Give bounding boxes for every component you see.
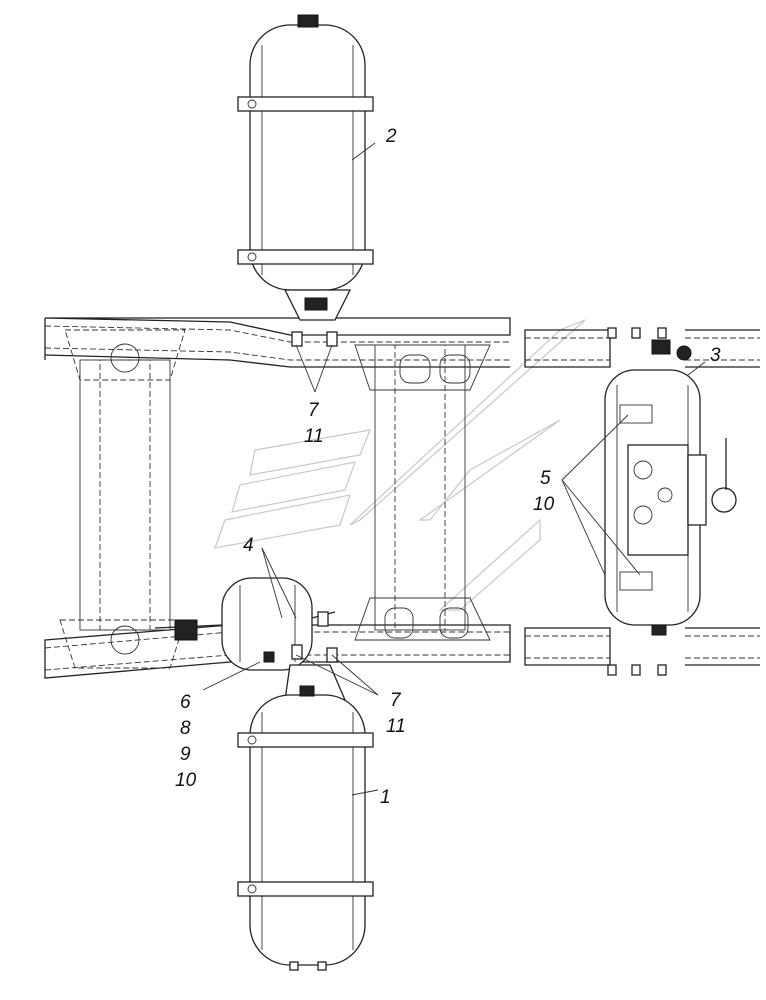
label-part-10-left: 10 <box>175 770 197 791</box>
label-fitting-11-top: 11 <box>304 426 324 447</box>
label-fitting-10-right: 10 <box>533 494 555 515</box>
label-fitting-11-bottom: 11 <box>386 716 406 737</box>
receiver-tank-4 <box>154 577 346 701</box>
label-part-8: 8 <box>180 718 191 739</box>
watermark <box>214 319 586 611</box>
callout-labels: 2 7 11 3 5 10 4 6 8 9 10 7 11 1 <box>175 126 721 808</box>
receiver-tank-3 <box>604 327 737 676</box>
label-tank-3: 3 <box>710 345 721 366</box>
label-fitting-7-bottom: 7 <box>390 690 402 711</box>
receiver-tank-2 <box>237 14 374 347</box>
label-tank-4: 4 <box>243 535 254 556</box>
frame-top-rail <box>44 317 760 368</box>
label-part-9: 9 <box>180 744 191 765</box>
cross-member-left <box>59 329 186 669</box>
label-tank-2: 2 <box>385 126 397 147</box>
label-fitting-5: 5 <box>540 468 551 489</box>
cross-member-middle <box>354 344 491 641</box>
leader-lines <box>202 142 706 796</box>
receiver-tank-1 <box>237 685 374 971</box>
label-tank-1: 1 <box>380 787 391 808</box>
label-fitting-7-top: 7 <box>308 400 320 421</box>
label-part-6: 6 <box>180 692 191 713</box>
